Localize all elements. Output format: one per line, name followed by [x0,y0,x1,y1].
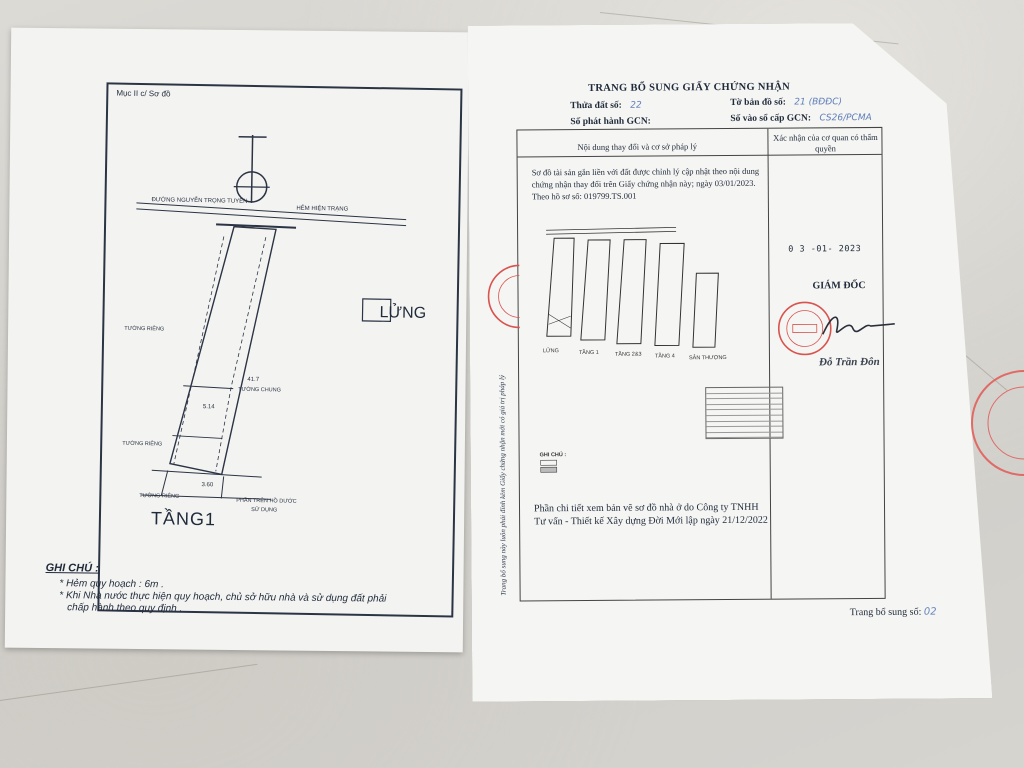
supplement-page-value: 02 [923,606,937,618]
mini-plan-label: SÂN THƯỢNG [688,355,727,362]
mini-plan-label: TẦNG 1 [578,349,599,357]
svg-text:TƯỜNG CHUNG: TƯỜNG CHUNG [238,386,281,394]
mezzanine-label: LỬNG [379,304,427,322]
north-arrow-icon [233,134,270,203]
left-document-sheet: Mục II c/ Sơ đồ ĐƯỜNG NGUYỄN TRỌNG TUYỂN… [4,27,470,653]
notes-section: GHI CHÚ : * Hẻm quy hoạch : 6m . * Khi N… [45,561,436,618]
svg-text:5.14: 5.14 [203,404,215,410]
official-seal-icon [777,301,832,356]
svg-text:SỬ DỤNG: SỬ DỤNG [251,506,277,513]
svg-text:3.60: 3.60 [201,482,213,488]
mini-plan-label: LỬNG [542,348,559,355]
parcel-value: 22 [630,100,642,111]
mini-floor-plans [546,226,719,348]
supplement-page-number: Trang bổ sung số: 02 [849,606,937,619]
drawing-reference-paragraph: Phần chi tiết xem bản vẽ sơ đồ nhà ở do … [533,501,768,528]
update-paragraph: Sơ đồ tài sản gắn liền với đất được chỉn… [531,165,760,202]
certificate-supplement-page: TRANG BỔ SUNG GIẤY CHỨNG NHẬN Thửa đất s… [468,22,993,702]
side-legal-note: Trang bổ sung này luôn phải đính kèm Giấ… [498,374,508,596]
table-header-line [517,153,882,158]
page-title: TRANG BỔ SUNG GIẤY CHỨNG NHẬN [588,81,791,94]
confirmation-date-stamp: 0 3 -01- 2023 [788,244,862,255]
legend: GHI CHÚ : [540,452,567,476]
director-title: GIÁM ĐỐC [812,280,866,292]
red-stamp-icon [971,370,1024,476]
mini-plan-label: TẦNG 2&3 [614,351,642,358]
signature-icon [822,316,895,335]
svg-text:PHẦN TRÊN HỒ DƯỚC: PHẦN TRÊN HỒ DƯỚC [236,496,297,505]
table-divider [767,128,772,599]
official-seal-icon [487,264,520,329]
director-name: Đỗ Trần Đôn [818,355,880,369]
parcel-field: Thửa đất số: 22 [570,100,642,112]
svg-text:ĐƯỜNG NGUYỄN TRỌNG TUYỂN: ĐƯỜNG NGUYỄN TRỌNG TUYỂN [151,196,247,205]
marble-vein [0,663,258,701]
svg-text:TƯỜNG RIÊNG: TƯỜNG RIÊNG [139,491,179,500]
svg-text:TƯỜNG RIÊNG: TƯỜNG RIÊNG [122,439,162,448]
floor-plan-frame: Mục II c/ Sơ đồ ĐƯỜNG NGUYỄN TRỌNG TUYỂN… [97,82,463,618]
svg-text:41.7: 41.7 [247,377,259,383]
gcn-issue-field: Số phát hành GCN: [570,116,651,128]
map-sheet-value: 21 (BĐĐC) [794,97,843,108]
mini-plan-label: TẦNG 4 [654,353,675,360]
floor-plan-drawing: ĐƯỜNG NGUYỄN TRỌNG TUYỂN HẺM HIỆN TRẠNG … [122,196,407,513]
map-sheet-field: Tờ bản đồ số: 21 (BĐĐC) [730,97,843,108]
confirmation-column-header: Xác nhận của cơ quan có thẩm quyền [773,131,878,154]
floor-label: TẦNG1 [150,508,217,530]
notes-title: GHI CHÚ : [45,562,99,575]
changes-column-header: Nội dung thay đổi và cơ sở pháp lý [577,141,698,153]
svg-text:TƯỜNG RIÊNG: TƯỜNG RIÊNG [124,324,164,333]
coordinate-table [705,386,784,440]
changes-table: Nội dung thay đổi và cơ sở pháp lý Xác n… [516,126,895,602]
register-field: Số vào sổ cấp GCN: CS26/PCMA [730,113,872,124]
svg-text:HẺM HIỆN TRẠNG: HẺM HIỆN TRẠNG [296,204,348,213]
legend-swatch-icon [540,459,558,473]
register-value: CS26/PCMA [819,113,872,124]
